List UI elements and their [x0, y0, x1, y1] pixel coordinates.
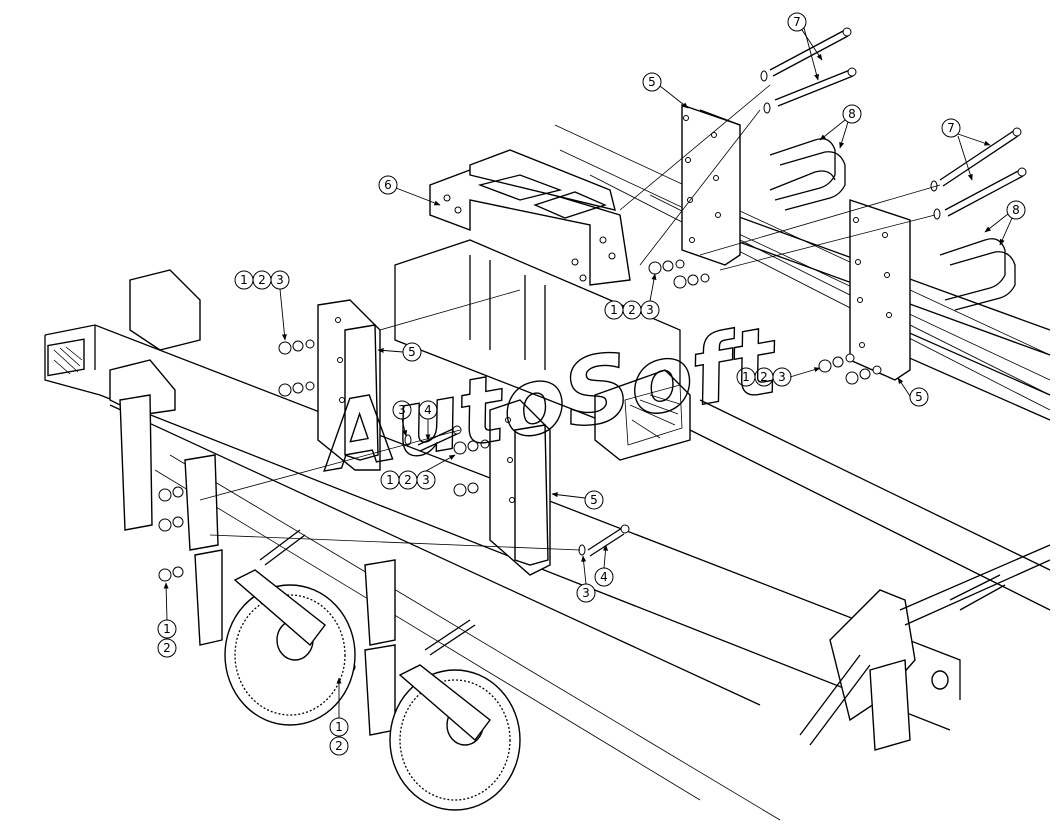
svg-text:1: 1	[386, 473, 394, 487]
callout-8-right: 8	[1006, 200, 1026, 220]
callout-3-lower: 3	[576, 583, 596, 603]
svg-text:5: 5	[648, 75, 656, 89]
plate-far-right	[849, 199, 911, 381]
callout-5-right: 5	[909, 387, 929, 407]
callout-5-center-lower: 5	[584, 490, 604, 510]
svg-text:1: 1	[163, 622, 171, 636]
plate-center-lower	[489, 399, 551, 576]
svg-text:3: 3	[646, 303, 654, 317]
svg-text:8: 8	[848, 107, 856, 121]
callout-4-mid: 4	[418, 400, 438, 420]
short-bolts	[417, 425, 630, 557]
callout-5-mid-left: 5	[402, 342, 422, 362]
nuts-washers	[158, 259, 882, 677]
callout-8-top: 8	[842, 104, 862, 124]
long-bolts	[760, 27, 1027, 220]
svg-text:3: 3	[276, 273, 284, 287]
disc-right	[389, 619, 521, 811]
svg-text:3: 3	[582, 586, 590, 600]
left-brackets	[109, 269, 396, 736]
svg-text:8: 8	[1012, 203, 1020, 217]
svg-text:2: 2	[760, 370, 768, 384]
callout-group-1-2-3-left: 1 2 3	[234, 270, 290, 290]
callout-6: 6	[378, 175, 398, 195]
svg-text:4: 4	[600, 570, 608, 584]
svg-text:3: 3	[422, 473, 430, 487]
svg-text:1: 1	[610, 303, 618, 317]
svg-text:7: 7	[793, 15, 801, 29]
svg-text:2: 2	[404, 473, 412, 487]
callout-7-right: 7	[941, 118, 961, 138]
svg-text:3: 3	[398, 403, 406, 417]
svg-text:2: 2	[335, 739, 343, 753]
tube-end-cap	[47, 338, 85, 377]
linkage-assembly	[799, 544, 1051, 751]
svg-text:5: 5	[590, 493, 598, 507]
callout-4-lower: 4	[594, 567, 614, 587]
svg-text:2: 2	[258, 273, 266, 287]
callout-group-1-2-3-center: 1 2 3	[604, 300, 660, 320]
svg-text:6: 6	[384, 178, 392, 192]
disc-left	[224, 529, 356, 726]
square-tube-end	[594, 369, 691, 461]
svg-text:5: 5	[408, 345, 416, 359]
svg-text:7: 7	[947, 121, 955, 135]
callout-group-1-2-3-mid: 1 2 3	[380, 470, 436, 490]
plate-left-middle	[317, 299, 381, 471]
callout-5-top: 5	[642, 72, 662, 92]
svg-text:2: 2	[163, 641, 171, 655]
svg-text:1: 1	[742, 370, 750, 384]
callout-group-1-2-left-bottom: 1 2	[157, 619, 177, 658]
svg-text:5: 5	[915, 390, 923, 404]
callout-group-1-2-center-bottom: 1 2	[329, 717, 349, 756]
projection-lines	[199, 84, 941, 551]
leader-arrows	[163, 27, 1013, 718]
svg-text:3: 3	[778, 370, 786, 384]
svg-text:1: 1	[335, 720, 343, 734]
plate-upper-right	[681, 104, 741, 266]
svg-text:4: 4	[424, 403, 432, 417]
svg-text:2: 2	[628, 303, 636, 317]
svg-text:1: 1	[240, 273, 248, 287]
callout-7-top: 7	[787, 12, 807, 32]
